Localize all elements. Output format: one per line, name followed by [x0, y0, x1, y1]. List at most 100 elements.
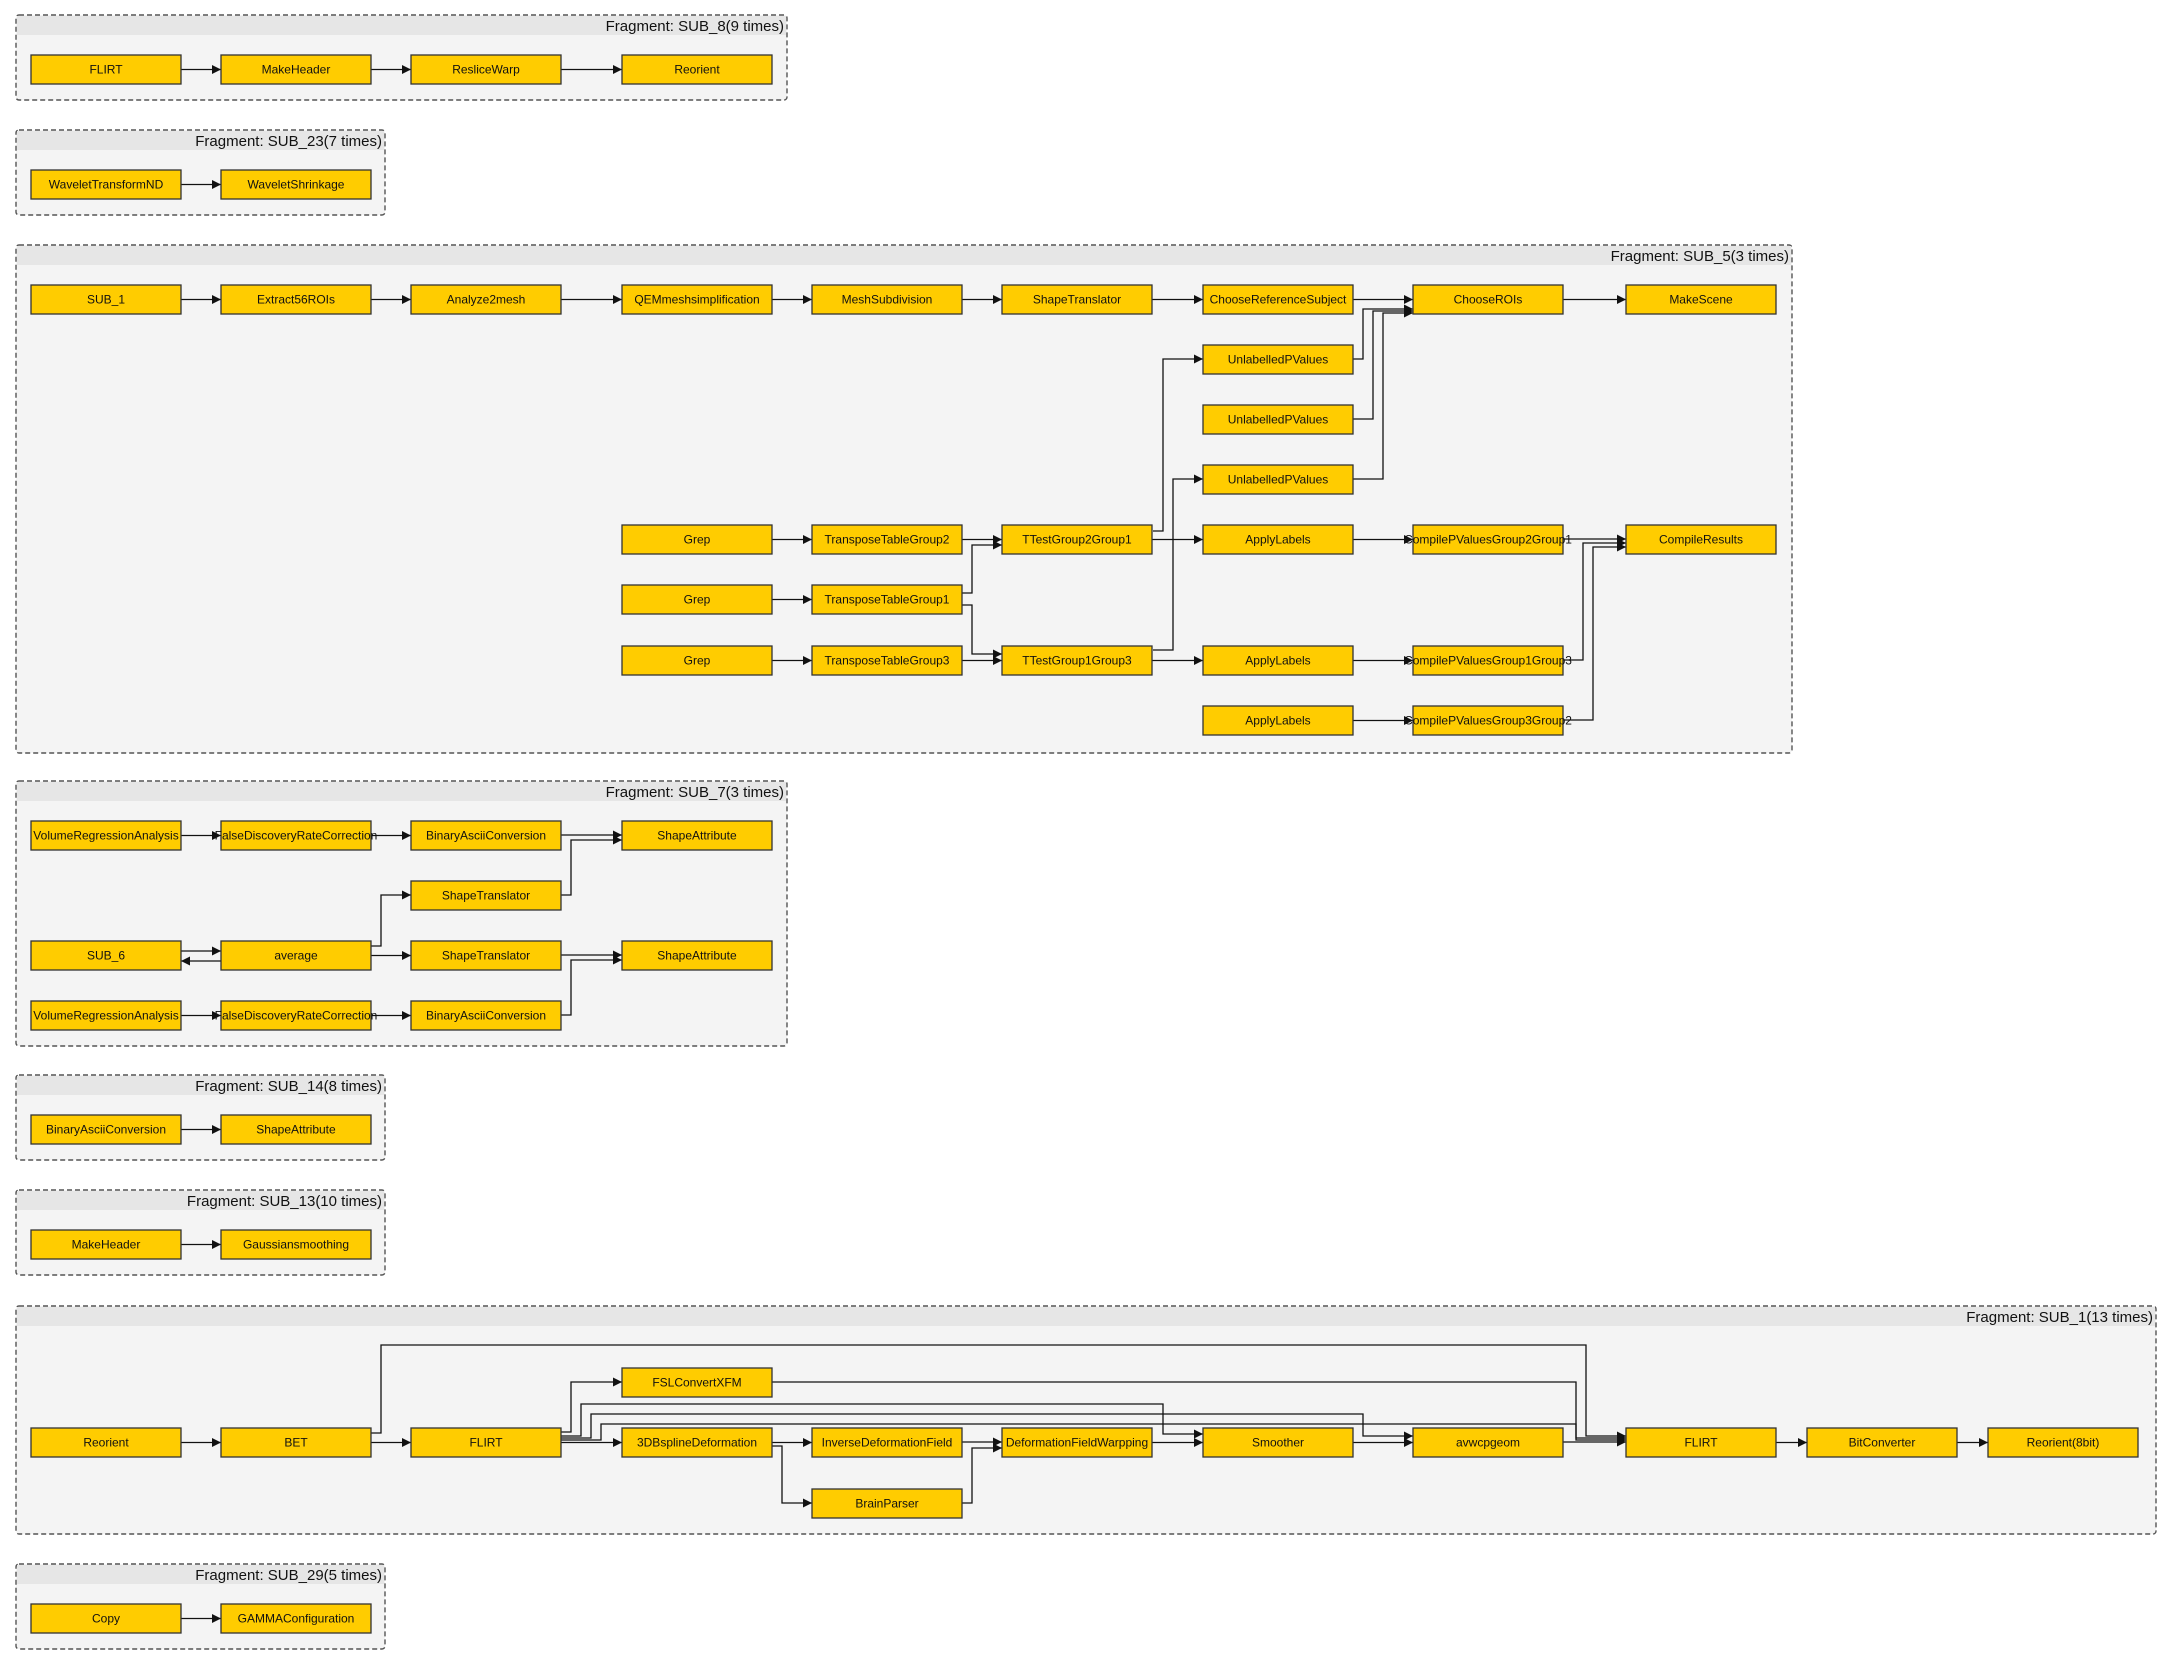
workflow-node[interactable]: ResliceWarp: [410, 54, 562, 85]
node-box: [621, 940, 773, 971]
node-box: [1412, 284, 1564, 315]
node-box: [811, 284, 963, 315]
fragment-header: [17, 1565, 384, 1584]
workflow-node[interactable]: Grep: [621, 584, 773, 615]
workflow-node[interactable]: QEMmeshsimplification: [621, 284, 773, 315]
workflow-node[interactable]: ShapeTranslator: [1001, 284, 1153, 315]
node-box: [220, 1114, 372, 1145]
workflow-node[interactable]: FalseDiscoveryRateCorrection: [215, 1000, 378, 1031]
node-box: [621, 584, 773, 615]
workflow-node[interactable]: ShapeTranslator: [410, 940, 562, 971]
workflow-node[interactable]: ApplyLabels: [1202, 645, 1354, 676]
workflow-node[interactable]: BitConverter: [1806, 1427, 1958, 1458]
workflow-node[interactable]: MakeScene: [1625, 284, 1777, 315]
workflow-node[interactable]: avwcpgeom: [1412, 1427, 1564, 1458]
node-label: CompilePValuesGroup1Group3: [1404, 654, 1572, 668]
workflow-node[interactable]: TTestGroup1Group3: [1001, 645, 1153, 676]
node-label: FSLConvertXFM: [652, 1376, 741, 1390]
workflow-node[interactable]: TransposeTableGroup2: [811, 524, 963, 555]
node-box: [220, 820, 372, 851]
workflow-node[interactable]: SUB_6: [30, 940, 182, 971]
node-box: [1806, 1427, 1958, 1458]
node-box: [1001, 1427, 1153, 1458]
node-label: SUB_1: [87, 293, 125, 307]
node-label: Grep: [684, 593, 711, 607]
workflow-node[interactable]: Analyze2mesh: [410, 284, 562, 315]
workflow-node[interactable]: VolumeRegressionAnalysis: [30, 820, 182, 851]
node-box: [1202, 464, 1354, 495]
workflow-node[interactable]: ShapeTranslator: [410, 880, 562, 911]
workflow-node[interactable]: FSLConvertXFM: [621, 1367, 773, 1398]
workflow-node[interactable]: CompileResults: [1625, 524, 1777, 555]
workflow-node[interactable]: FLIRT: [410, 1427, 562, 1458]
node-label: UnlabelledPValues: [1228, 353, 1329, 367]
fragment-header: [17, 16, 786, 35]
workflow-node[interactable]: UnlabelledPValues: [1202, 344, 1354, 375]
workflow-node[interactable]: TTestGroup2Group1: [1001, 524, 1153, 555]
workflow-node[interactable]: SUB_1: [30, 284, 182, 315]
workflow-node[interactable]: ShapeAttribute: [621, 820, 773, 851]
edge-arrow: [771, 1381, 1626, 1445]
workflow-node[interactable]: Extract56ROIs: [220, 284, 372, 315]
workflow-node[interactable]: Smoother: [1202, 1427, 1354, 1458]
workflow-node[interactable]: GAMMAConfiguration: [220, 1603, 372, 1634]
workflow-node[interactable]: FLIRT: [30, 54, 182, 85]
workflow-node[interactable]: MakeHeader: [220, 54, 372, 85]
node-box: [1202, 705, 1354, 736]
workflow-node[interactable]: Reorient: [30, 1427, 182, 1458]
workflow-node[interactable]: ShapeAttribute: [220, 1114, 372, 1145]
workflow-node[interactable]: DeformationFieldWarpping: [1001, 1427, 1153, 1458]
workflow-node[interactable]: Reorient(8bit): [1987, 1427, 2139, 1458]
node-label: FalseDiscoveryRateCorrection: [215, 1009, 378, 1023]
workflow-node[interactable]: ChooseReferenceSubject: [1202, 284, 1354, 315]
node-box: [621, 1367, 773, 1398]
workflow-node[interactable]: WaveletShrinkage: [220, 169, 372, 200]
workflow-node[interactable]: 3DBsplineDeformation: [621, 1427, 773, 1458]
workflow-node[interactable]: Reorient: [621, 54, 773, 85]
workflow-node[interactable]: BinaryAsciiConversion: [410, 1000, 562, 1031]
workflow-node[interactable]: Copy: [30, 1603, 182, 1634]
node-label: average: [274, 949, 318, 963]
workflow-node[interactable]: Grep: [621, 645, 773, 676]
fragment-title: Fragment: SUB_8(9 times): [606, 18, 784, 35]
workflow-node[interactable]: FLIRT: [1625, 1427, 1777, 1458]
workflow-node[interactable]: TransposeTableGroup3: [811, 645, 963, 676]
workflow-node[interactable]: UnlabelledPValues: [1202, 404, 1354, 435]
workflow-node[interactable]: BinaryAsciiConversion: [30, 1114, 182, 1145]
node-label: UnlabelledPValues: [1228, 413, 1329, 427]
node-box: [30, 54, 182, 85]
edge-arrow: [1353, 308, 1413, 480]
workflow-node[interactable]: ChooseROIs: [1412, 284, 1564, 315]
node-label: TTestGroup1Group3: [1022, 654, 1132, 668]
workflow-node[interactable]: BrainParser: [811, 1488, 963, 1519]
edge-arrow: [561, 955, 622, 1016]
workflow-node[interactable]: InverseDeformationField: [811, 1427, 963, 1458]
edge-arrow: [1353, 304, 1413, 360]
node-box: [621, 1427, 773, 1458]
workflow-node[interactable]: TransposeTableGroup1: [811, 584, 963, 615]
workflow-node[interactable]: ShapeAttribute: [621, 940, 773, 971]
workflow-node[interactable]: ApplyLabels: [1202, 705, 1354, 736]
workflow-node[interactable]: UnlabelledPValues: [1202, 464, 1354, 495]
workflow-node[interactable]: CompilePValuesGroup1Group3: [1404, 645, 1572, 676]
workflow-node[interactable]: MakeHeader: [30, 1229, 182, 1260]
workflow-node[interactable]: CompilePValuesGroup3Group2: [1404, 705, 1572, 736]
workflow-node[interactable]: CompilePValuesGroup2Group1: [1404, 524, 1572, 555]
fragment-header: [17, 782, 786, 801]
workflow-node[interactable]: BinaryAsciiConversion: [410, 820, 562, 851]
node-box: [30, 1000, 182, 1031]
workflow-node[interactable]: Grep: [621, 524, 773, 555]
workflow-node[interactable]: ApplyLabels: [1202, 524, 1354, 555]
workflow-node[interactable]: FalseDiscoveryRateCorrection: [215, 820, 378, 851]
node-label: ChooseReferenceSubject: [1210, 293, 1347, 307]
workflow-node[interactable]: average: [220, 940, 372, 971]
node-box: [410, 880, 562, 911]
fragment-header: [17, 1307, 2155, 1326]
workflow-node[interactable]: BET: [220, 1427, 372, 1458]
workflow-node[interactable]: Gaussiansmoothing: [220, 1229, 372, 1260]
edge-arrow: [1563, 538, 1626, 661]
node-box: [1987, 1427, 2139, 1458]
workflow-node[interactable]: MeshSubdivision: [811, 284, 963, 315]
workflow-node[interactable]: WaveletTransformND: [30, 169, 182, 200]
workflow-node[interactable]: VolumeRegressionAnalysis: [30, 1000, 182, 1031]
